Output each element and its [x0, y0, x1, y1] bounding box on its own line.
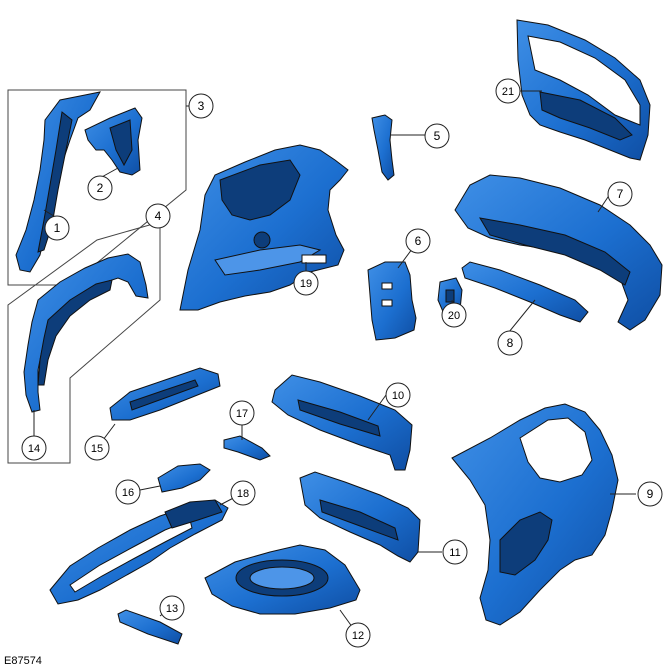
callout-5: 5 [424, 123, 450, 149]
callout-21: 21 [495, 78, 521, 104]
callout-13: 13 [159, 595, 185, 621]
svg-text:16: 16 [122, 487, 134, 499]
svg-text:17: 17 [236, 408, 248, 420]
group-box-3 [7, 89, 187, 286]
callout-6: 6 [405, 228, 431, 254]
callout-20: 20 [441, 302, 467, 328]
part-body-side-outer [451, 403, 619, 626]
part-pillar-bracket [84, 107, 143, 176]
callout-11: 11 [442, 539, 468, 565]
svg-text:11: 11 [449, 547, 460, 559]
svg-text:7: 7 [617, 187, 624, 201]
callout-12: 12 [345, 622, 371, 648]
svg-text:19: 19 [300, 278, 312, 290]
svg-text:10: 10 [392, 390, 404, 402]
figure-code: E87574 [4, 655, 42, 667]
part-wheel-arch-inner [23, 253, 149, 413]
svg-text:4: 4 [155, 209, 162, 223]
svg-text:1: 1 [54, 221, 61, 235]
svg-text:15: 15 [91, 443, 103, 455]
part-rear-floor-member [49, 499, 229, 605]
callout-18: 18 [230, 480, 256, 506]
part-pillar-inner [15, 91, 101, 273]
svg-text:8: 8 [507, 336, 514, 350]
callout-9: 9 [637, 481, 663, 507]
callout-19: 19 [293, 270, 319, 296]
svg-text:6: 6 [415, 234, 422, 248]
part-lamp-housing-panel [367, 261, 417, 341]
svg-text:14: 14 [28, 443, 40, 455]
svg-text:5: 5 [434, 129, 441, 143]
callout-1: 1 [44, 215, 70, 241]
part-floor-reinforcement [109, 367, 221, 421]
part-rear-bumper [454, 174, 663, 331]
svg-text:21: 21 [502, 86, 514, 98]
svg-text:2: 2 [97, 181, 104, 195]
svg-text:9: 9 [647, 487, 654, 501]
callout-4: 4 [145, 203, 171, 229]
part-bracket-16 [157, 463, 211, 493]
part-small-bracket [371, 114, 395, 181]
part-floor-cross-member-lower [299, 471, 421, 563]
callout-2: 2 [87, 175, 113, 201]
callout-14: 14 [21, 435, 47, 461]
callout-17: 17 [229, 400, 255, 426]
svg-text:3: 3 [198, 99, 205, 113]
svg-text:12: 12 [352, 630, 364, 642]
part-bracket-13 [117, 609, 183, 645]
part-side-inner-panel [179, 144, 349, 311]
part-floor-cross-member [271, 374, 413, 471]
svg-text:20: 20 [448, 310, 460, 322]
part-bumper-beam [461, 261, 589, 323]
svg-text:18: 18 [237, 488, 249, 500]
callout-15: 15 [84, 435, 110, 461]
part-bracket-17 [223, 435, 271, 461]
callout-8: 8 [497, 330, 523, 356]
callout-7: 7 [607, 181, 633, 207]
callout-10: 10 [385, 382, 411, 408]
callout-16: 16 [115, 479, 141, 505]
group-box-4 [7, 221, 161, 464]
svg-text:13: 13 [166, 603, 178, 615]
part-tailgate [516, 19, 651, 161]
part-rear-floor-pan [204, 544, 361, 615]
callout-3: 3 [188, 93, 214, 119]
